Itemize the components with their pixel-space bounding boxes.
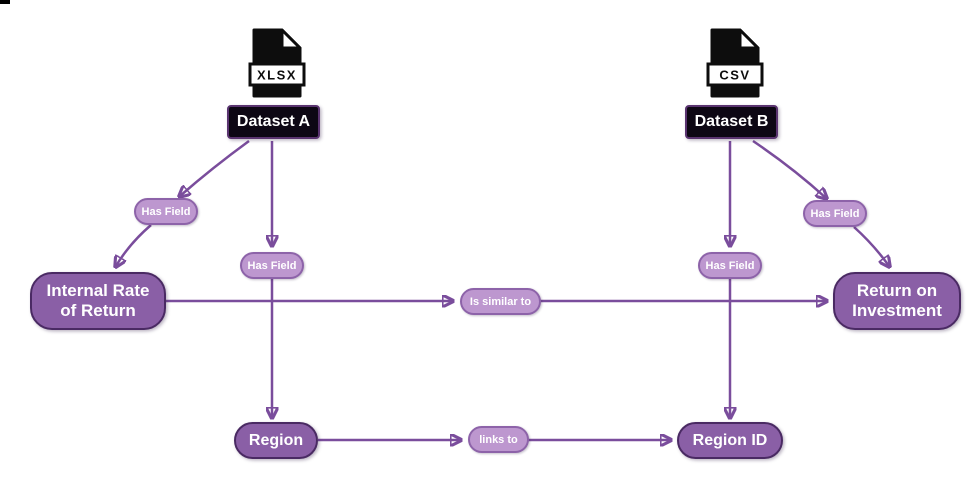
edge-label-has-field-a-irr[interactable]: Has Field — [134, 198, 198, 225]
node-region-id[interactable]: Region ID — [677, 422, 783, 459]
node-roi-line1: Return on — [856, 280, 938, 300]
node-internal-rate-of-return[interactable]: Internal Rate of Return — [30, 272, 166, 330]
node-region-id-label: Region ID — [692, 431, 768, 449]
edge-label-links-to[interactable]: links to — [468, 426, 529, 453]
node-dataset-a[interactable]: Dataset A — [227, 105, 320, 139]
edge-dataset-b-to-hasfield-4 — [752, 139, 826, 198]
csv-file-type-label: CSV — [719, 68, 750, 83]
node-irr-line1: Internal Rate — [46, 280, 150, 300]
edge-label-text: links to — [479, 433, 518, 446]
node-return-on-investment[interactable]: Return on Investment — [833, 272, 961, 330]
edge-hasfield-1-to-irr — [116, 224, 152, 266]
edge-label-text: Has Field — [705, 259, 755, 272]
node-roi-line2: Investment — [852, 301, 942, 320]
edge-label-text: Has Field — [247, 259, 297, 272]
edge-hasfield-4-to-roi — [853, 226, 889, 266]
edge-label-text: Has Field — [810, 207, 860, 220]
edge-label-has-field-b-roi[interactable]: Has Field — [803, 200, 867, 227]
node-dataset-b[interactable]: Dataset B — [685, 105, 778, 139]
xlsx-file-type-label: XLSX — [257, 68, 297, 83]
window-edge-fragment — [0, 0, 10, 4]
node-dataset-b-label: Dataset B — [694, 113, 769, 130]
xlsx-file-icon: XLSX — [248, 28, 306, 98]
edge-label-has-field-a-region[interactable]: Has Field — [240, 252, 304, 279]
node-region[interactable]: Region — [234, 422, 318, 459]
edge-label-text: Has Field — [141, 205, 191, 218]
node-dataset-a-label: Dataset A — [236, 113, 311, 130]
csv-file-icon: CSV — [706, 28, 764, 98]
edge-label-has-field-b-region-id[interactable]: Has Field — [698, 252, 762, 279]
node-region-label: Region — [248, 431, 304, 449]
edge-dataset-a-to-hasfield-1 — [180, 139, 250, 196]
edge-label-text: Is similar to — [469, 295, 532, 308]
node-irr-line2: of Return — [60, 301, 136, 320]
edge-label-is-similar-to[interactable]: Is similar to — [460, 288, 541, 315]
